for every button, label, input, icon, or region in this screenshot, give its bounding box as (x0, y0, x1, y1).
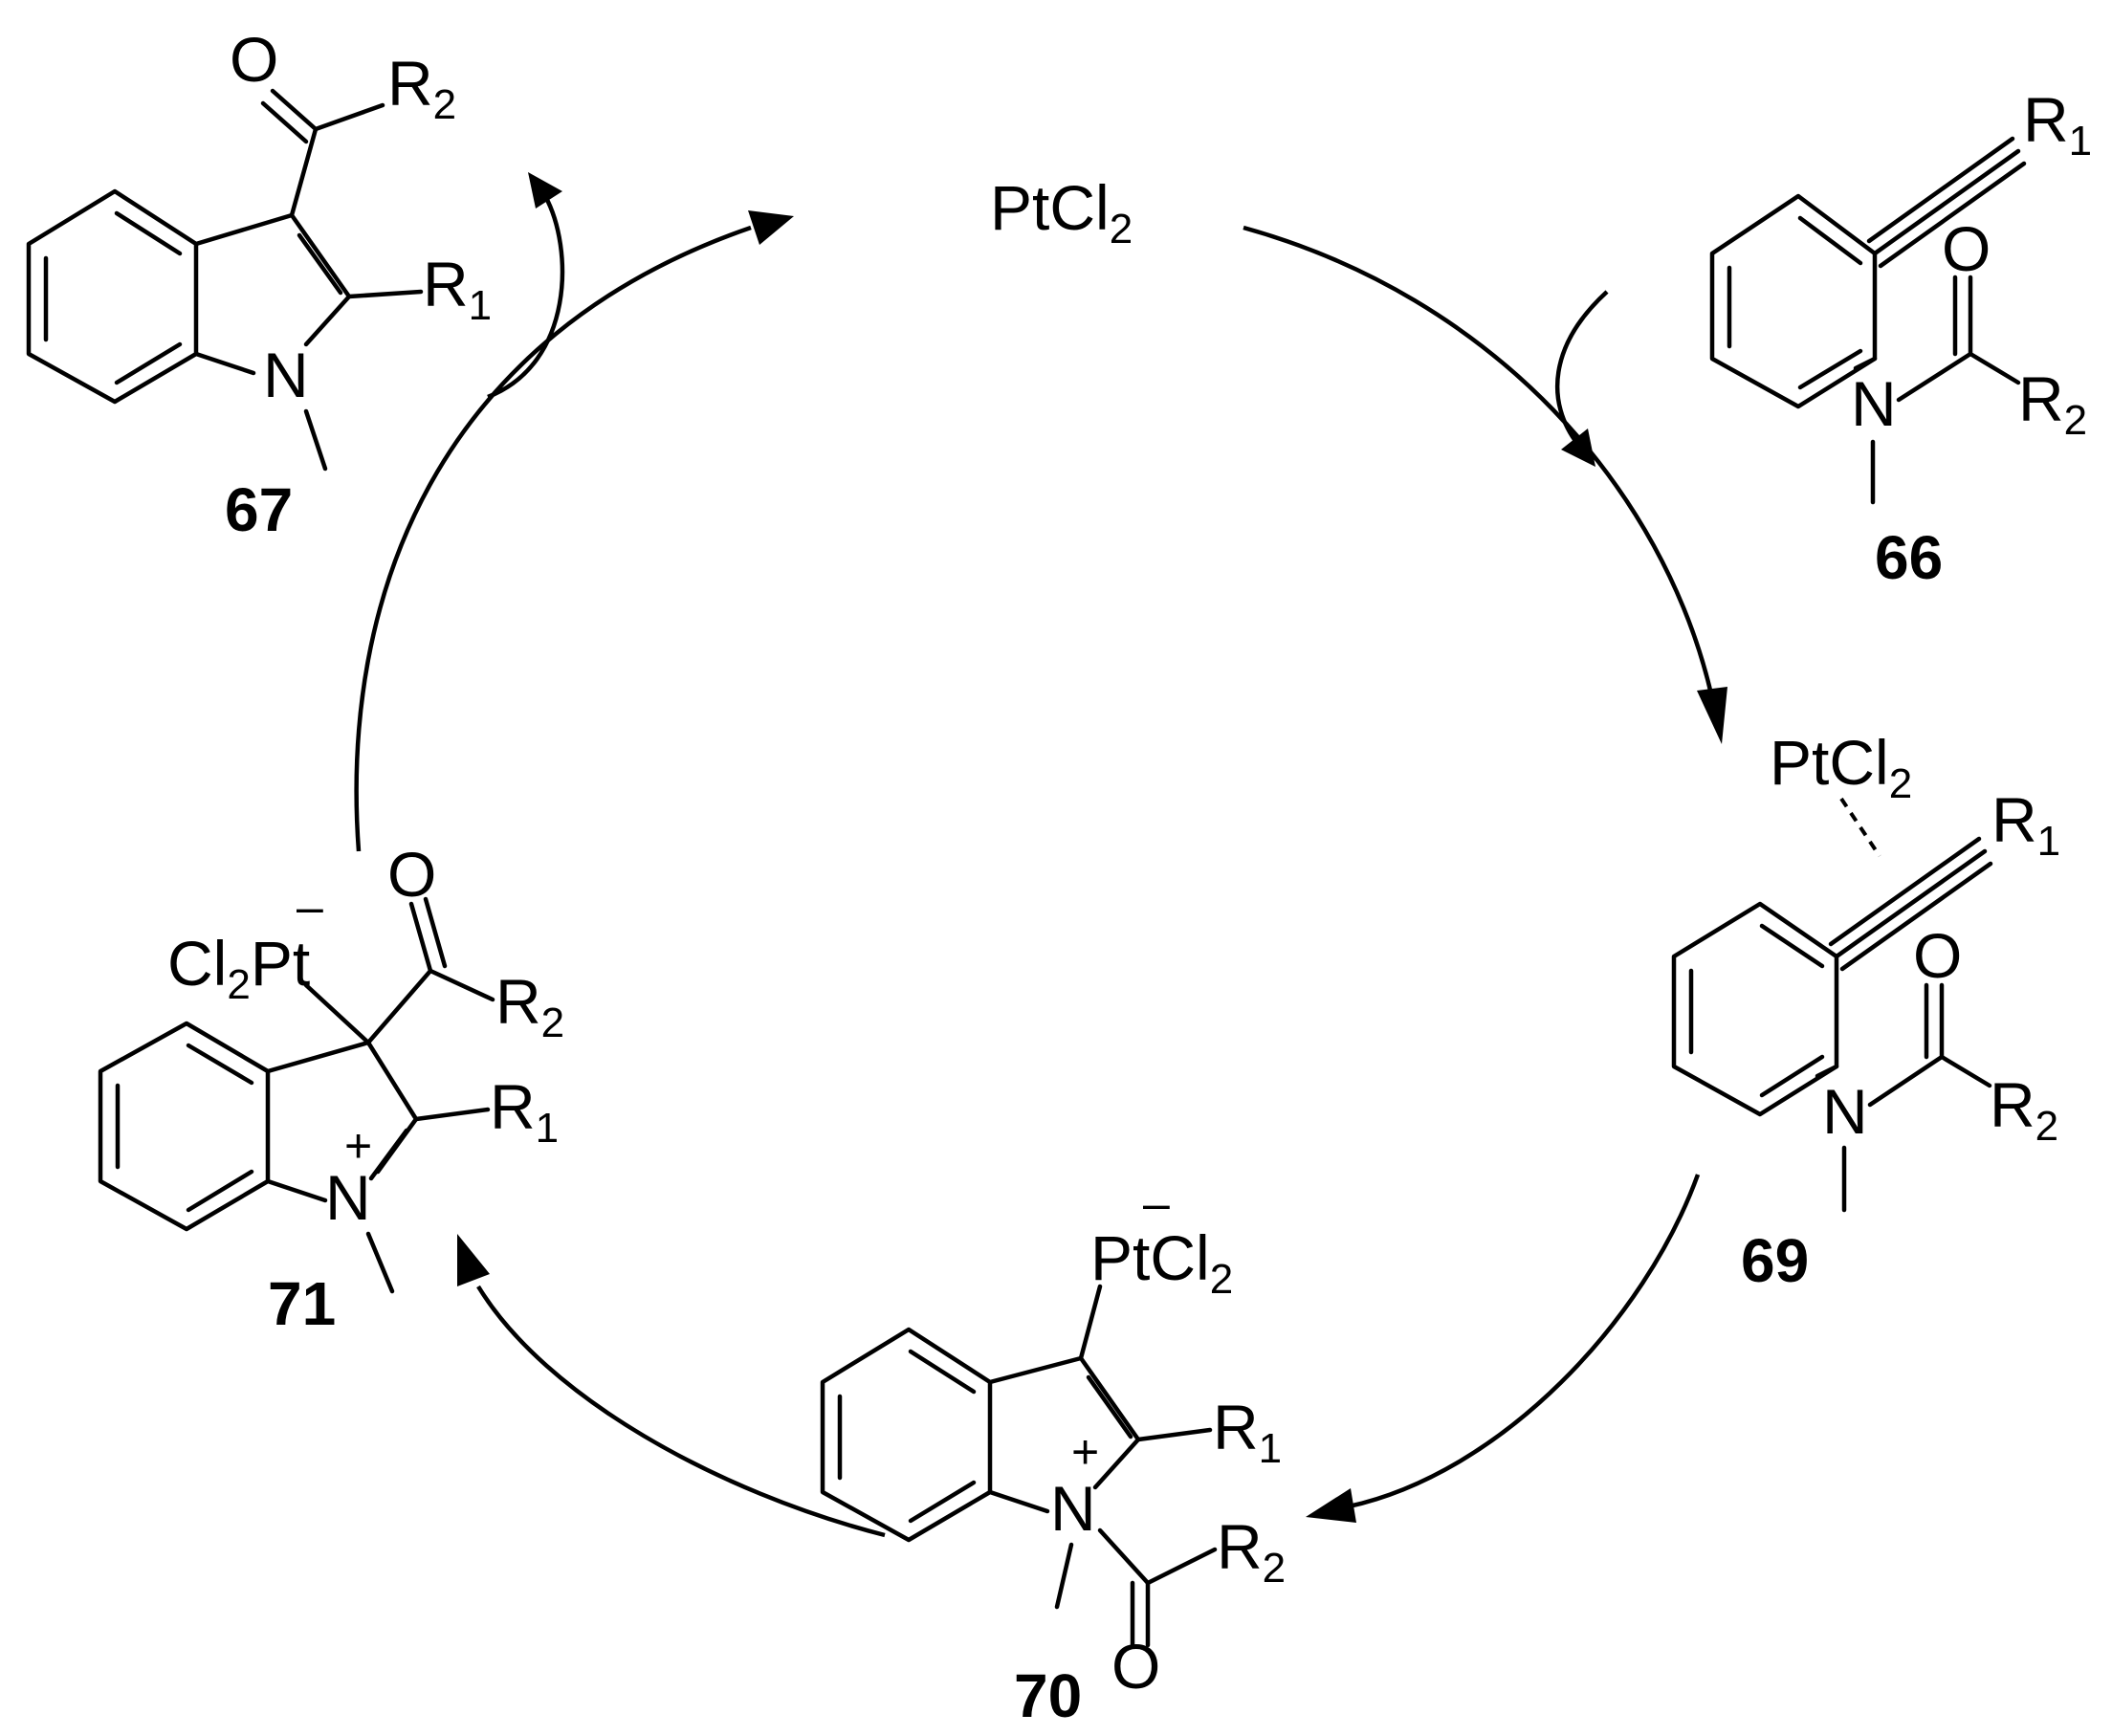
svg-text:N: N (325, 1162, 371, 1233)
svg-text:Cl2Pt: Cl2Pt (167, 928, 310, 1008)
arrowhead-66-enters (1561, 429, 1595, 467)
c71-benzene (98, 1021, 271, 1232)
catalyst-sub: 2 (1110, 206, 1133, 253)
compound-66-label: 66 (1875, 523, 1943, 592)
arrowhead-71 (457, 1234, 490, 1286)
compound-71: – Cl2Pt O R2 R1 + N 71 (98, 839, 564, 1338)
c70-benzene (820, 1327, 993, 1543)
svg-text:PtCl2: PtCl2 (1090, 1222, 1233, 1303)
svg-text:R1: R1 (1991, 784, 2060, 865)
svg-text:N: N (1822, 1076, 1868, 1147)
arrow-70-to-71 (476, 1285, 886, 1538)
svg-text:PtCl2: PtCl2 (990, 172, 1133, 253)
compound-71-label: 71 (268, 1269, 336, 1338)
c69-ring (1671, 901, 1839, 1117)
arrow-71-to-catalyst (354, 225, 752, 852)
arrow-substrate-66-enters (1554, 290, 1609, 447)
svg-text:O: O (1942, 213, 1991, 284)
c71-ring (265, 1040, 419, 1175)
arrow-product-67-release (487, 194, 565, 400)
arrow-69-to-70 (1348, 1174, 1701, 1509)
svg-text:R2: R2 (1217, 1511, 1286, 1592)
compound-70-label: 70 (1014, 1661, 1082, 1730)
svg-text:R1: R1 (1213, 1392, 1282, 1472)
svg-text:R2: R2 (1990, 1069, 2058, 1150)
arrowhead-67-release (528, 172, 562, 209)
catalyst-ptcl2: PtCl2 (990, 172, 1133, 253)
svg-text:O: O (230, 24, 278, 95)
arrow-catalyst-to-69 (1243, 225, 1715, 699)
svg-text:R1: R1 (423, 249, 492, 329)
svg-text:R1: R1 (2023, 84, 2092, 165)
svg-text:R2: R2 (387, 48, 456, 128)
svg-text:R2: R2 (495, 966, 564, 1046)
compound-67: O R2 R1 N 67 (26, 24, 492, 544)
svg-text:PtCl2: PtCl2 (1770, 727, 1912, 807)
compound-66: R1 N O R2 66 (1709, 84, 2092, 592)
svg-text:+: + (344, 1119, 372, 1173)
svg-text:–: – (1143, 1176, 1170, 1230)
compound-69: PtCl2 R1 N O R2 69 (1671, 727, 2060, 1295)
compound-70: – PtCl2 R1 + N O R2 70 (820, 1176, 1286, 1730)
arrowhead-70 (1306, 1488, 1356, 1523)
svg-text:R1: R1 (490, 1071, 559, 1152)
svg-text:N: N (263, 340, 309, 410)
compound-67-label: 67 (225, 475, 293, 544)
c67-pyrrole (193, 212, 352, 347)
c67-benzene (26, 188, 199, 405)
arrowhead-catalyst (748, 210, 794, 245)
svg-text:–: – (297, 880, 323, 934)
cycle-arrows (354, 172, 1727, 1538)
svg-text:+: + (1071, 1425, 1099, 1479)
svg-text:R2: R2 (2018, 363, 2087, 444)
svg-text:N: N (1050, 1473, 1096, 1544)
svg-text:O: O (387, 839, 436, 910)
c70-pyrrole (987, 1355, 1141, 1490)
svg-text:N: N (1851, 368, 1897, 439)
compound-69-label: 69 (1741, 1226, 1809, 1295)
svg-text:O: O (1111, 1631, 1160, 1702)
catalyst-base: PtCl (990, 172, 1110, 243)
svg-text:O: O (1913, 920, 1962, 991)
arrowhead-69 (1697, 687, 1727, 744)
